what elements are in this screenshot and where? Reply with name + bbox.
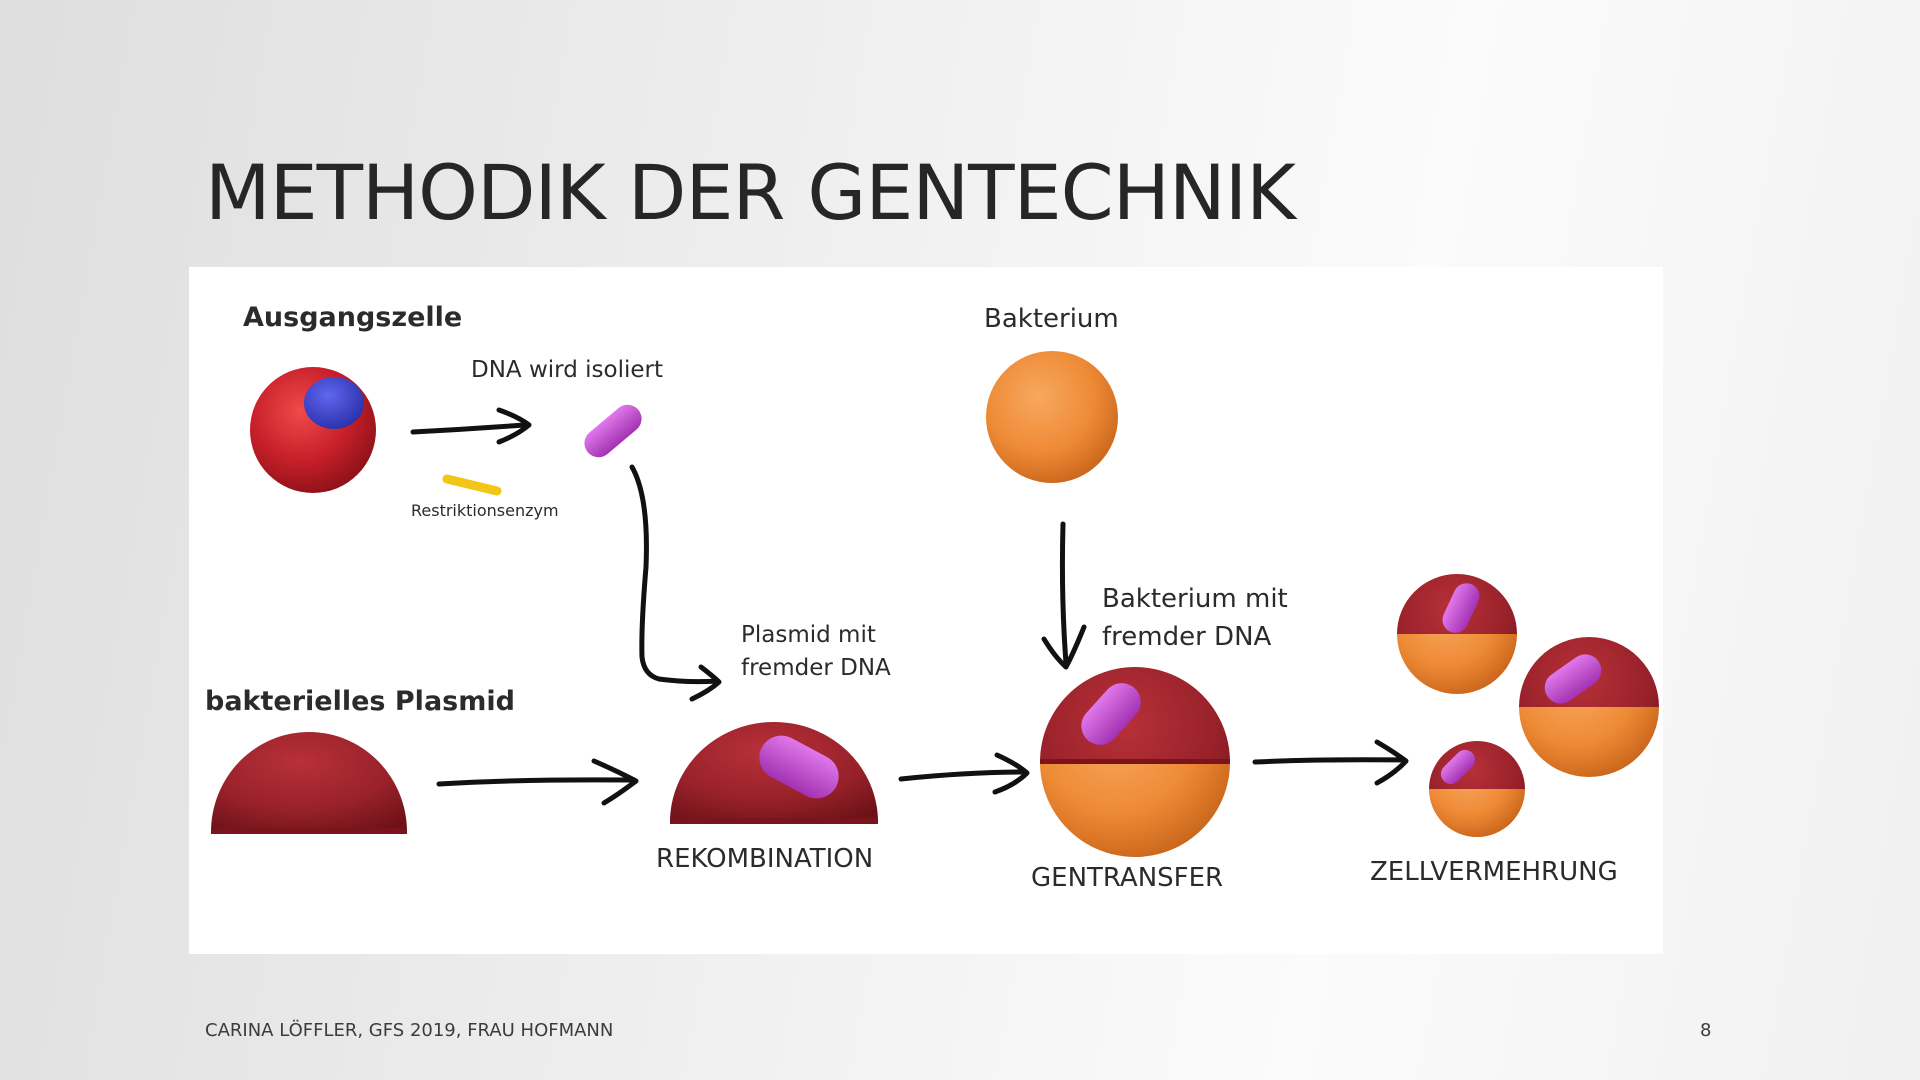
arrow-isolation: [410, 407, 532, 445]
label-restriction-enzyme: Restriktionsenzym: [411, 501, 559, 520]
label-plasmid-foreign-line2: fremder DNA: [741, 655, 891, 681]
label-bacterium-foreign-dna: Bakterium mit fremder DNA: [1102, 580, 1288, 656]
step-recombination: REKOMBINATION: [656, 844, 874, 874]
daughter-cell-right: [1519, 637, 1659, 777]
source-cell: [250, 367, 376, 493]
arrow-recombination-to-transfer: [898, 752, 1030, 795]
diagram-graphics: [211, 351, 1659, 857]
label-bacterium-foreign-line1: Bakterium mit: [1102, 584, 1288, 614]
slide-title: METHODIK DER GENTECHNIK: [205, 148, 1296, 237]
step-cell-multiplication: ZELLVERMEHRUNG: [1370, 857, 1618, 887]
daughter-cell-bottom: [1429, 741, 1525, 837]
diagram-panel: Ausgangszelle DNA wird isoliert Restrikt…: [189, 267, 1663, 954]
dna-fragment: [584, 404, 642, 458]
arrow-transfer-to-multiplication: [1252, 739, 1409, 786]
label-bacterium: Bakterium: [984, 304, 1119, 334]
label-bacterium-foreign-line2: fremder DNA: [1102, 622, 1272, 652]
daughter-cell-top: [1397, 574, 1517, 694]
restriction-enzyme: [442, 474, 502, 496]
slide-footer: CARINA LÖFFLER, GFS 2019, FRAU HOFMANN: [205, 1020, 614, 1041]
label-plasmid-foreign-line1: Plasmid mit: [741, 622, 876, 648]
label-dna-isolated: DNA wird isoliert: [471, 357, 663, 383]
nucleus: [304, 377, 364, 429]
arrow-bacterium-down: [1041, 521, 1087, 670]
arrow-plasmid-to-recombination: [436, 758, 639, 806]
bacterium: [986, 351, 1118, 483]
label-plasmid-foreign-dna: Plasmid mit fremder DNA: [741, 619, 891, 685]
step-gene-transfer: GENTRANSFER: [1031, 863, 1224, 893]
bacterial-plasmid: [211, 732, 407, 834]
arrow-dna-to-plasmid: [629, 464, 722, 702]
label-bacterial-plasmid: bakterielles Plasmid: [205, 686, 515, 717]
recombinant-plasmid: [670, 722, 878, 824]
label-source-cell: Ausgangszelle: [243, 302, 463, 333]
page-number: 8: [1700, 1020, 1712, 1041]
transformed-bacterium: [1040, 667, 1230, 857]
